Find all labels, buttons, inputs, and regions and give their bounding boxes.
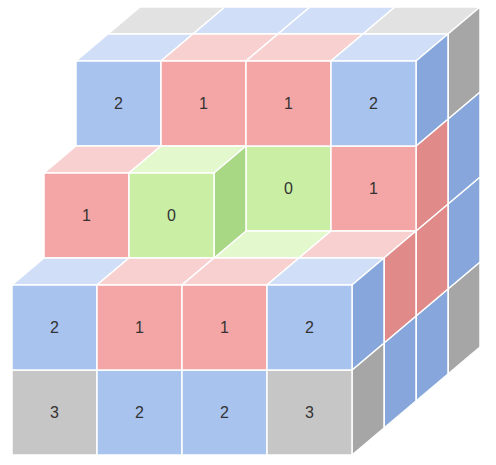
cube-front-face bbox=[44, 173, 129, 258]
distance-number: 1 bbox=[284, 95, 293, 113]
cube-node: 2 bbox=[331, 61, 416, 146]
distance-number: 1 bbox=[369, 180, 378, 198]
cube-front-face bbox=[12, 285, 97, 370]
cube-side-face bbox=[384, 231, 416, 343]
cube-front-face bbox=[97, 285, 182, 370]
distance-number: 2 bbox=[369, 95, 378, 113]
cube-front-face bbox=[182, 285, 267, 370]
cube-side-face bbox=[448, 7, 480, 119]
cube-front-face bbox=[267, 370, 352, 455]
cube-front-face bbox=[76, 61, 161, 146]
distance-number: 0 bbox=[167, 207, 176, 225]
distance-number: 2 bbox=[114, 95, 123, 113]
cube-node: 1 bbox=[97, 285, 182, 370]
cube-front-face bbox=[246, 146, 331, 231]
cube-node: 1 bbox=[331, 146, 416, 231]
cube-node: 1 bbox=[182, 285, 267, 370]
cube-front-face bbox=[246, 61, 331, 146]
cube-side-face bbox=[214, 146, 246, 258]
cube-node: 2 bbox=[97, 370, 182, 455]
distance-number: 2 bbox=[50, 319, 59, 337]
distance-number: 3 bbox=[305, 404, 314, 422]
distance-number: 2 bbox=[135, 404, 144, 422]
cube-node: 1 bbox=[161, 61, 246, 146]
cube-front-face bbox=[182, 370, 267, 455]
cube-node: 3 bbox=[267, 370, 352, 455]
cube-node: 2 bbox=[267, 285, 352, 370]
cube-front-face bbox=[331, 61, 416, 146]
cube-side-face bbox=[416, 34, 448, 146]
distance-number: 1 bbox=[199, 95, 208, 113]
distance-number: 0 bbox=[284, 180, 293, 198]
distance-number: 2 bbox=[305, 319, 314, 337]
cube-node: 0 bbox=[129, 173, 214, 258]
distance-number: 1 bbox=[82, 207, 91, 225]
cube-node: 0 bbox=[246, 146, 331, 231]
distance-number: 1 bbox=[220, 319, 229, 337]
distance-number: 1 bbox=[135, 319, 144, 337]
cube-node: 2 bbox=[76, 61, 161, 146]
cube-side-face bbox=[352, 258, 384, 370]
cube-node: 3 bbox=[12, 370, 97, 455]
cube-node: 2 bbox=[12, 285, 97, 370]
cube-front-face bbox=[331, 146, 416, 231]
cube-node: 2 bbox=[182, 370, 267, 455]
cube-front-face bbox=[267, 285, 352, 370]
cube-node: 1 bbox=[246, 61, 331, 146]
cube-front-face bbox=[97, 370, 182, 455]
cube-node: 1 bbox=[44, 173, 129, 258]
cube-front-face bbox=[129, 173, 214, 258]
distance-number: 3 bbox=[50, 404, 59, 422]
cube-front-face bbox=[12, 370, 97, 455]
distance-number: 2 bbox=[220, 404, 229, 422]
cube-front-face bbox=[161, 61, 246, 146]
